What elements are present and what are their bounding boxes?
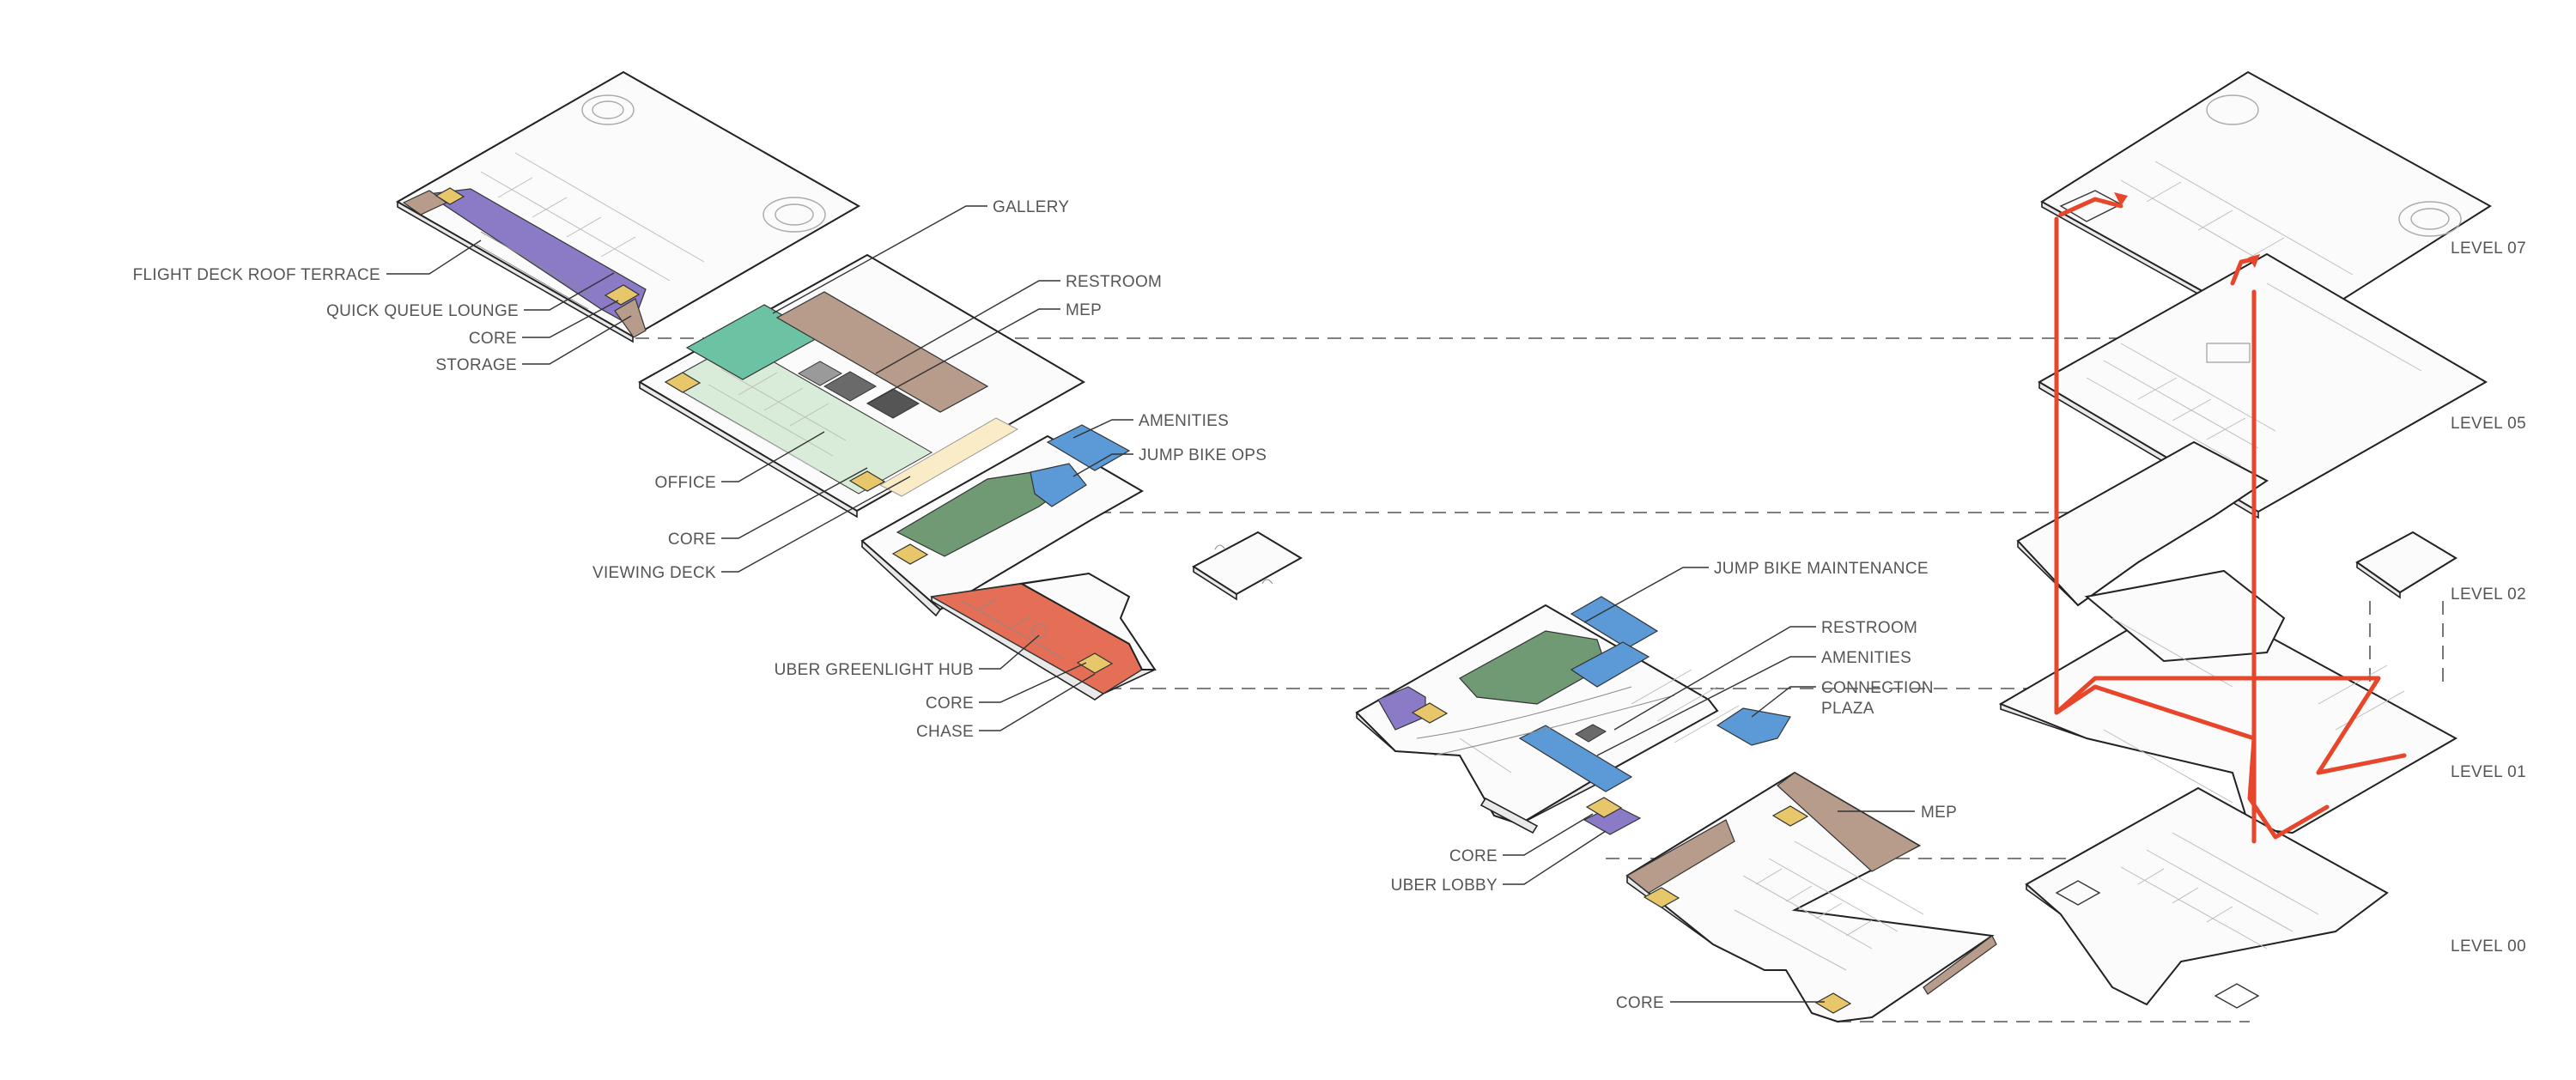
label-mep-l05: MEP: [1066, 301, 1102, 319]
label-gallery: GALLERY: [993, 198, 1069, 216]
label-core-l07: CORE: [469, 330, 517, 348]
label-amenities-l02: AMENITIES: [1139, 412, 1229, 430]
level-01-center-plate: [1355, 596, 1791, 835]
label-mep-l00: MEP: [1921, 804, 1957, 822]
label-amenities-l01: AMENITIES: [1821, 649, 1911, 667]
level-label-05: LEVEL 05: [2451, 415, 2526, 433]
label-quick-queue-lounge: QUICK QUEUE LOUNGE: [326, 302, 519, 320]
label-viewing-deck: VIEWING DECK: [592, 564, 716, 582]
right-level-01-plate: [1998, 569, 2458, 834]
label-restroom-l01: RESTROOM: [1821, 619, 1917, 637]
level-label-00: LEVEL 00: [2451, 937, 2526, 956]
label-connection: CONNECTION: [1821, 679, 1934, 697]
label-jump-bike-maintenance: JUMP BIKE MAINTENANCE: [1714, 560, 1929, 578]
circulation-path: [2054, 192, 2407, 844]
level-label-07: LEVEL 07: [2451, 240, 2526, 258]
label-flight-deck-roof-terrace: FLIGHT DECK ROOF TERRACE: [133, 266, 380, 284]
label-storage: STORAGE: [435, 356, 517, 374]
right-level-00-plate: [2025, 786, 2389, 1009]
room-labels: FLIGHT DECK ROOF TERRACE QUICK QUEUE LOU…: [133, 198, 1957, 1012]
level-07-plate: [395, 70, 861, 343]
right-level-02-plate: [2016, 440, 2458, 607]
label-chase: CHASE: [916, 723, 974, 741]
label-core-l00: CORE: [1616, 994, 1664, 1012]
uber-greenlight-hub-plate: [929, 572, 1157, 701]
label-core-l01: CORE: [1449, 847, 1498, 865]
label-plaza: PLAZA: [1821, 700, 1874, 718]
level-label-02: LEVEL 02: [2451, 586, 2526, 604]
label-office: OFFICE: [655, 474, 716, 492]
label-jump-bike-ops: JUMP BIKE OPS: [1139, 446, 1267, 464]
right-level-05-plate: [2037, 252, 2488, 519]
label-uber-greenlight-hub: UBER GREENLIGHT HUB: [775, 661, 974, 679]
label-core-l02: CORE: [926, 695, 974, 713]
label-restroom-l05: RESTROOM: [1066, 273, 1162, 291]
level-02-plate: [860, 424, 1145, 617]
detached-stair-element: [1192, 531, 1303, 601]
label-uber-lobby: UBER LOBBY: [1391, 877, 1498, 895]
label-core-l05: CORE: [668, 531, 716, 549]
leader-lines: [386, 205, 1915, 1003]
level-label-01: LEVEL 01: [2451, 763, 2526, 781]
level-labels: LEVEL 07 LEVEL 05 LEVEL 02 LEVEL 01 LEVE…: [2451, 240, 2526, 956]
level-00-center-plate: [1625, 771, 1997, 1023]
